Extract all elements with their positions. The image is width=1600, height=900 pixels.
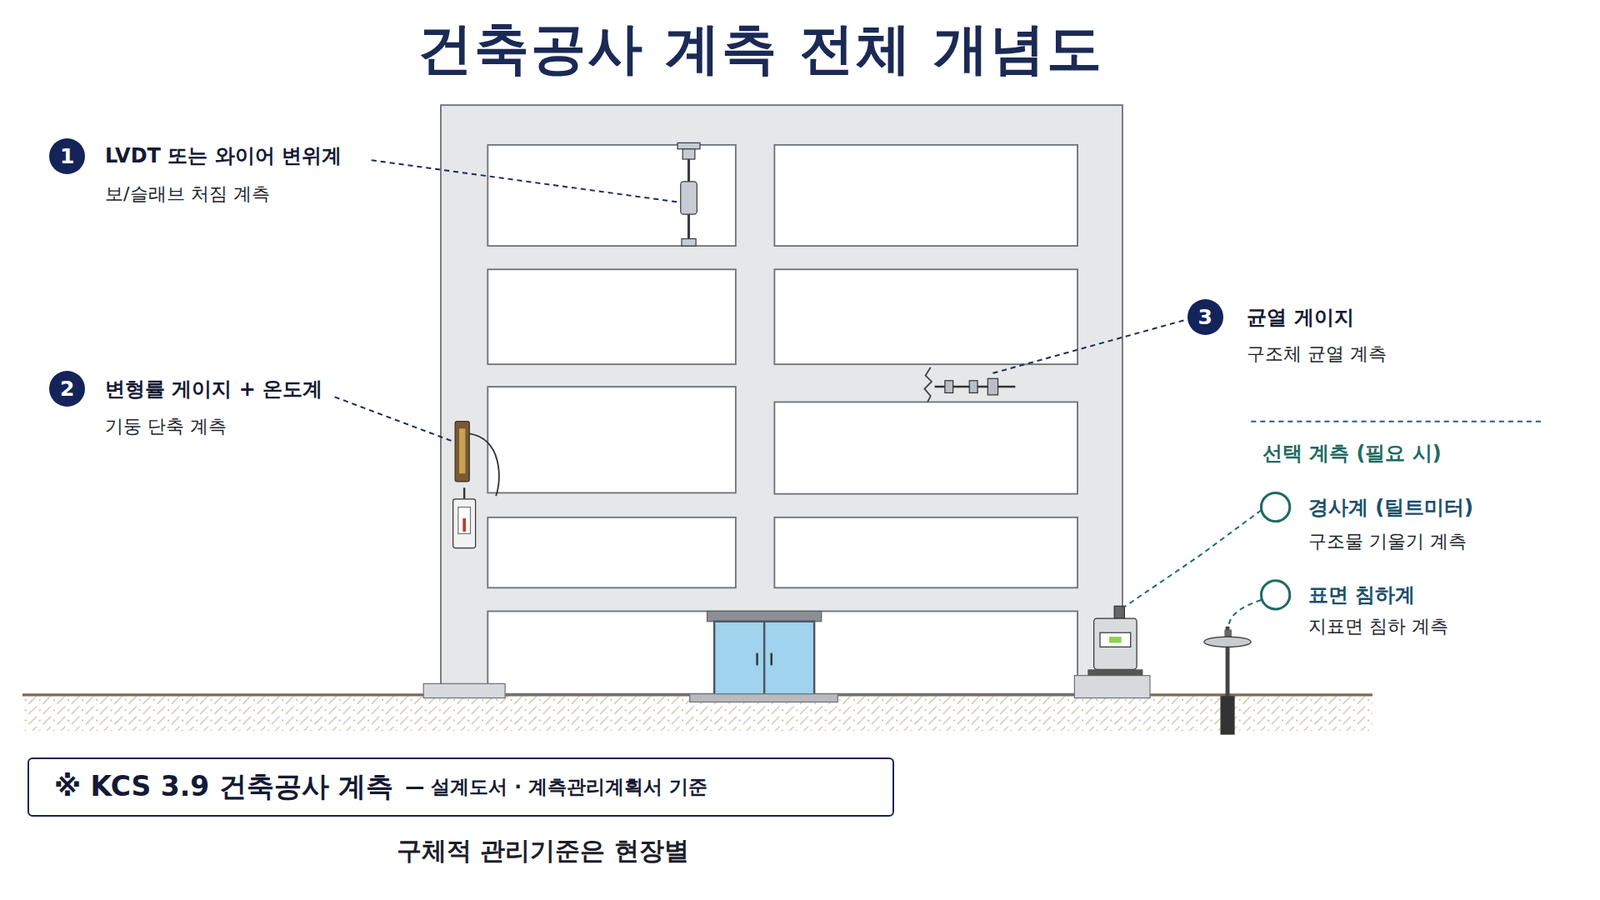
callout-number: 1 <box>49 138 85 175</box>
callout-title: 표면 침하계 <box>1308 581 1415 609</box>
callout-title: 균열 게이지 <box>1246 304 1354 331</box>
callout-desc: 보/슬래브 처짐 계측 <box>105 181 270 207</box>
callout-title: 경사계 (틸트미터) <box>1308 494 1474 521</box>
callout-number: 2 <box>49 370 85 407</box>
callout-title: 변형률 게이지 + 온도계 <box>105 375 323 403</box>
callout-desc: 기둥 단축 계측 <box>105 414 227 440</box>
footing <box>423 683 505 698</box>
settlement-gauge <box>1204 626 1251 735</box>
callout-number-text: 3 <box>1197 305 1212 330</box>
concrete-frame <box>440 105 1123 695</box>
section-heading: 선택 계측 (필요 시) <box>1262 440 1442 467</box>
callout-title: LVDT 또는 와이어 변위계 <box>105 142 342 170</box>
callout-number-text: 2 <box>60 376 75 401</box>
callout-desc: 구조체 균열 계측 <box>1246 341 1387 367</box>
optional-marker <box>1260 492 1290 521</box>
openings <box>487 145 1078 695</box>
note-body: — 설계도서 · 계측관리계획서 기준 <box>405 774 708 800</box>
title: 건축공사 계측 전체 개념도 <box>417 11 1104 87</box>
strain-gauge <box>455 421 500 496</box>
callout-desc: 구조물 기울기 계측 <box>1308 529 1467 555</box>
crack-gauge <box>924 367 1015 403</box>
callout-desc: 지표면 침하 계측 <box>1308 614 1449 640</box>
optional-marker <box>1260 580 1290 610</box>
callout-number-text: 1 <box>60 144 75 169</box>
leader-lines <box>335 160 1541 627</box>
note-heading: ※ KCS 3.9 건축공사 계측 <box>54 768 394 806</box>
footing <box>1074 675 1150 699</box>
thermometer <box>453 487 476 548</box>
entrance-door <box>690 610 839 702</box>
lvdt-sensor <box>677 142 700 246</box>
tiltmeter <box>1087 605 1143 675</box>
callout-number: 3 <box>1187 299 1224 335</box>
caption: 구체적 관리기준은 현장별 <box>396 834 690 869</box>
standard-note-box: ※ KCS 3.9 건축공사 계측 — 설계도서 · 계측관리계획서 기준 <box>27 757 895 817</box>
